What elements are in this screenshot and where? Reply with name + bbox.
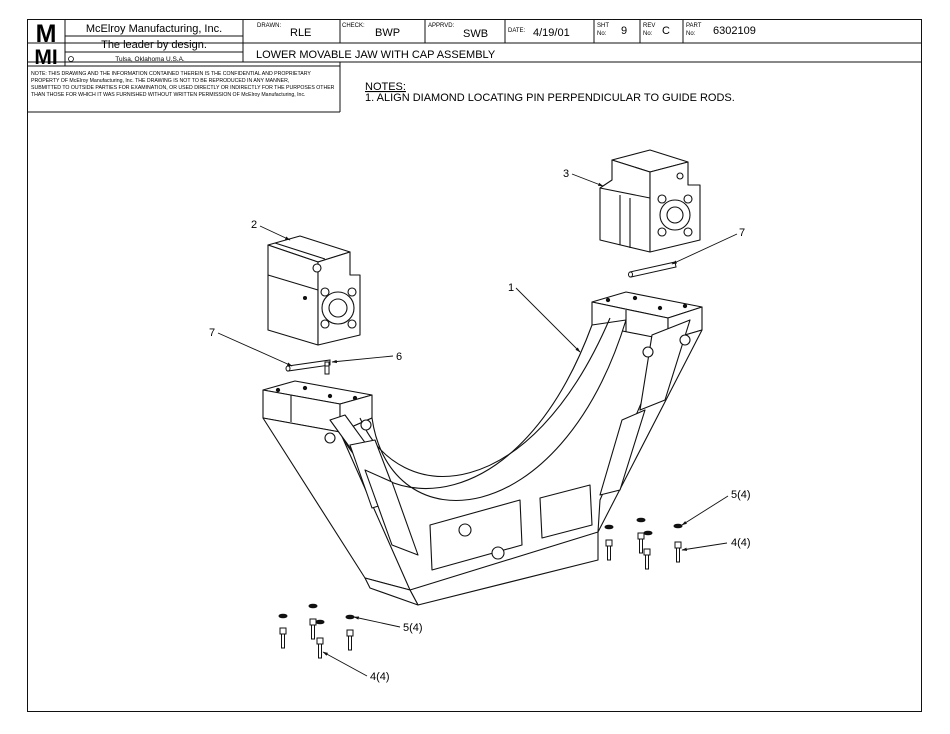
part-7-pin-left <box>285 359 331 372</box>
title-block-grid <box>27 19 922 113</box>
part-2-left-cap <box>267 235 361 346</box>
date-value: 4/19/01 <box>533 27 570 39</box>
callout-1: 1 <box>508 282 514 294</box>
company-name: McElroy Manufacturing, Inc. <box>86 23 222 35</box>
rev-value: C <box>662 25 670 37</box>
svg-text:MI: MI <box>34 46 57 69</box>
sht-value: 9 <box>621 25 627 37</box>
fasteners-left-group <box>278 603 355 659</box>
company-location: Tulsa, Oklahoma U.S.A. <box>115 56 185 63</box>
part-1-lower-jaw <box>262 291 703 606</box>
fasteners-right-group <box>604 517 683 570</box>
drawing-description: LOWER MOVABLE JAW WITH CAP ASSEMBLY <box>256 49 496 61</box>
callout-7-left: 7 <box>209 327 215 339</box>
svg-text:NOTE: THIS DRAWING AND THE INF: NOTE: THIS DRAWING AND THE INFORMATION C… <box>31 71 311 77</box>
part-label: PART <box>686 23 702 29</box>
part-7-pin-right <box>628 261 677 278</box>
callout-7-right: 7 <box>739 227 745 239</box>
svg-text:PROPERTY OF McElroy Manufactur: PROPERTY OF McElroy Manufacturing, Inc. … <box>31 78 289 84</box>
date-label: DATE: <box>508 28 526 34</box>
sht-no-label: No: <box>597 31 607 37</box>
drawn-value: RLE <box>290 27 311 39</box>
rev-no-label: No: <box>643 31 653 37</box>
company-slogan: The leader by design. <box>101 39 207 51</box>
check-value: BWP <box>375 27 400 39</box>
part-value: 6302109 <box>713 25 756 37</box>
note-line-1: 1. ALIGN DIAMOND LOCATING PIN PERPENDICU… <box>365 92 735 104</box>
svg-text:SUBMITTED TO OUTSIDE PARTIES F: SUBMITTED TO OUTSIDE PARTIES FOR EXAMINA… <box>31 85 335 91</box>
confidential-notice: NOTE: THIS DRAWING AND THE INFORMATION C… <box>31 71 335 98</box>
sht-label: SHT <box>597 23 609 29</box>
callout-4-left: 4(4) <box>370 671 390 683</box>
callout-4-right: 4(4) <box>731 537 751 549</box>
callout-2: 2 <box>251 219 257 231</box>
svg-text:THAN THOSE FOR WHICH IT WAS FU: THAN THOSE FOR WHICH IT WAS FURNISHED WI… <box>31 92 305 98</box>
svg-text:M: M <box>36 20 57 48</box>
callout-6: 6 <box>396 351 402 363</box>
drawn-label: DRAWN: <box>257 23 281 29</box>
location-marker-icon <box>68 56 74 62</box>
rev-label: REV <box>643 23 655 29</box>
notes-heading: NOTES: <box>365 81 406 93</box>
apprvd-label: APPRVD: <box>428 23 455 29</box>
part-3-right-cap <box>599 149 701 253</box>
mmi-logo: M MI <box>34 20 57 69</box>
part-no-label: No: <box>686 31 696 37</box>
callout-3: 3 <box>563 168 569 180</box>
callout-5-right: 5(4) <box>731 489 751 501</box>
check-label: CHECK: <box>342 23 365 29</box>
drawing-sheet <box>27 19 922 712</box>
apprvd-value: SWB <box>463 28 488 40</box>
callout-5-left: 5(4) <box>403 622 423 634</box>
part-6-diamond-pin <box>324 361 330 375</box>
callout-leaders <box>217 173 738 677</box>
